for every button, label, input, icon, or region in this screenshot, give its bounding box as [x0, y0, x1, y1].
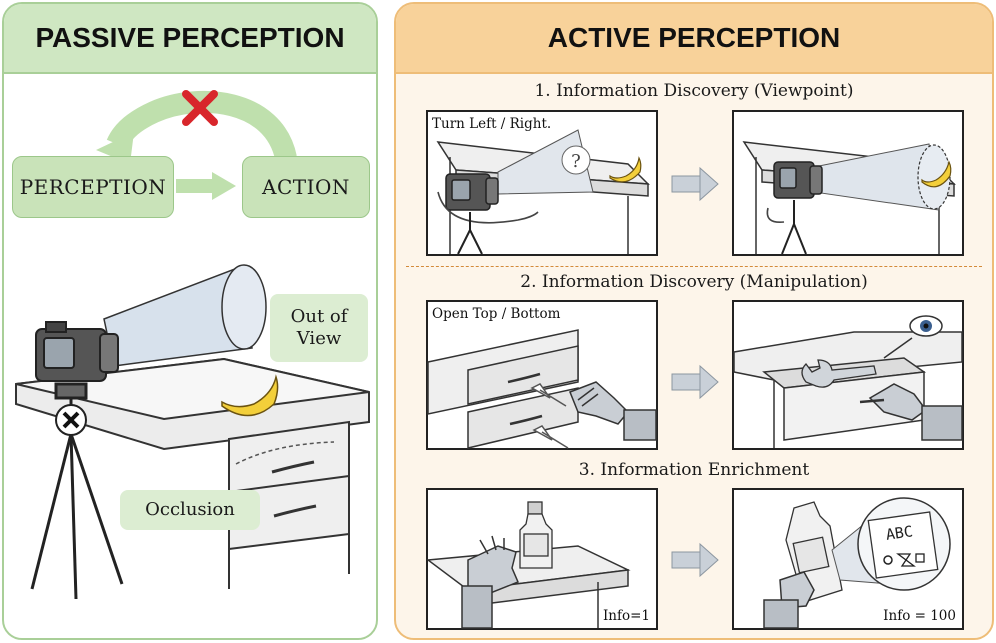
magnifier-icon: ABC — [857, 497, 951, 591]
push-arrow-icon — [530, 383, 569, 449]
enrichment-before-frame: Info=1 — [425, 488, 658, 630]
out-of-view-bubble: Out of View — [270, 294, 368, 362]
section-1-title: 1. Information Discovery (Viewpoint) — [534, 81, 854, 101]
passive-perception-panel: PASSIVE PERCEPTION PERCEPTION ACTION — [2, 2, 378, 640]
occlusion-bubble: Occlusion — [120, 490, 260, 530]
banana-icon — [609, 156, 642, 183]
passive-header: PASSIVE PERCEPTION — [4, 4, 376, 74]
manipulation-before-illustration — [427, 329, 657, 449]
tripod-icon — [457, 212, 483, 255]
info-after-label: Info = 100 — [881, 608, 958, 624]
robot-hand-icon — [763, 571, 815, 629]
section-3-title: 3. Information Enrichment — [578, 460, 810, 480]
active-perception-panel: ACTIVE PERCEPTION 1. Information Discove… — [394, 2, 994, 640]
tripod-icon — [781, 200, 807, 255]
feedback-arc — [106, 91, 297, 161]
question-bubble: ? — [561, 145, 591, 175]
manipulation-after-illustration — [733, 315, 963, 448]
viewpoint-after-illustration — [742, 141, 956, 255]
section-2-title: 2. Information Discovery (Manipulation) — [520, 272, 868, 292]
enrichment-after-illustration: ABC — [763, 497, 951, 629]
enrichment-after-frame: ABC Info = 100 — [732, 488, 964, 630]
rotate-arrow-icon — [437, 191, 539, 224]
passive-scene-illustration — [15, 264, 370, 600]
bottle-icon — [519, 501, 553, 569]
wrench-icon — [801, 359, 877, 388]
viewpoint-before-illustration: ? — [436, 129, 650, 255]
active-title: ACTIVE PERCEPTION — [547, 22, 841, 53]
active-header: ACTIVE PERCEPTION — [396, 4, 992, 74]
drawer-icon — [427, 329, 579, 449]
section-divider — [406, 266, 982, 267]
arrow-icon — [671, 166, 719, 202]
banana-icon — [221, 374, 279, 417]
occlusion-outline — [235, 441, 335, 465]
banana-icon — [921, 160, 952, 188]
label-letters: ABC — [885, 522, 914, 544]
passive-title: PASSIVE PERCEPTION — [35, 22, 345, 53]
action-box: ACTION — [242, 156, 370, 218]
tripod-cross-icon — [55, 404, 87, 436]
arrow-icon — [671, 364, 719, 400]
rotate-arrow-icon — [766, 207, 785, 224]
question-mark: ? — [571, 151, 581, 172]
robot-hand-icon — [461, 535, 519, 629]
camera-icon — [773, 161, 823, 199]
arrow-icon — [671, 542, 719, 578]
manipulation-caption: Open Top / Bottom — [430, 306, 563, 322]
manipulation-after-frame — [732, 300, 964, 450]
forward-arrow-icon — [176, 172, 236, 200]
camera-icon — [35, 321, 119, 382]
perception-box: PERCEPTION — [12, 156, 174, 218]
cross-icon — [182, 90, 218, 126]
robot-hand-icon — [569, 381, 657, 441]
viewpoint-after-frame — [732, 110, 964, 256]
viewpoint-before-frame: ? Turn Left / Right. — [426, 110, 658, 256]
enrichment-before-illustration — [425, 501, 631, 629]
feedback-loop-diagram — [96, 90, 297, 200]
eye-icon — [909, 315, 943, 337]
viewpoint-caption: Turn Left / Right. — [430, 116, 554, 132]
info-before-label: Info=1 — [600, 608, 652, 624]
gaze-arrow-icon — [883, 337, 913, 359]
camera-icon — [445, 173, 499, 211]
manipulation-before-frame: Open Top / Bottom — [426, 300, 658, 450]
robot-hand-icon — [859, 383, 963, 441]
